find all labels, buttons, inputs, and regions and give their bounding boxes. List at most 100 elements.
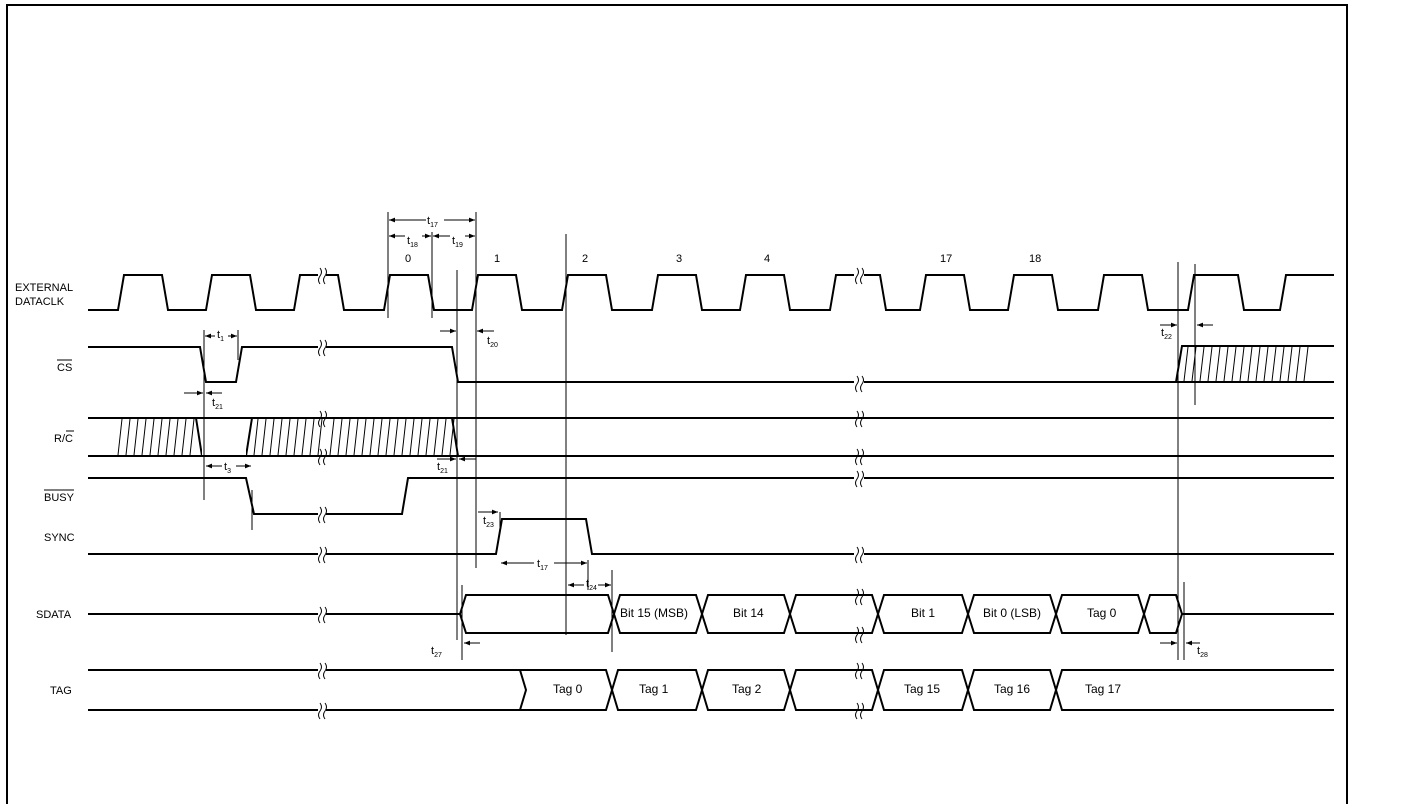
hatch-stroke: [1247, 346, 1253, 382]
busy-waveform: [88, 477, 318, 515]
clock-num-3: 3: [676, 253, 682, 265]
clock-waveform: [88, 274, 318, 311]
hatch-stroke: [1295, 346, 1301, 382]
t3-label: t3: [224, 461, 231, 475]
sync-waveform-b: [326, 518, 854, 555]
t21-rc-label: t21: [437, 461, 448, 475]
hatch-stroke: [165, 418, 171, 456]
hatch-stroke: [301, 418, 307, 456]
tag-box-17: Tag 17: [1085, 682, 1121, 696]
hatch-stroke: [1183, 346, 1189, 382]
hatch-stroke: [141, 418, 147, 456]
tag-box-0: Tag 0: [553, 682, 583, 696]
label-tag: TAG: [50, 685, 72, 697]
t1-label: t1: [217, 329, 224, 343]
hatch-stroke: [269, 418, 275, 456]
clock-waveform-c: [864, 274, 1334, 311]
sdata-bit14: Bit 14: [733, 606, 764, 620]
t22-label: t22: [1161, 327, 1172, 341]
t28-label: t28: [1197, 645, 1208, 659]
hatch-stroke: [377, 418, 383, 456]
hatch-stroke: [253, 418, 259, 456]
cs-break-marks: [318, 339, 864, 393]
rc-gap-fill: [202, 419, 246, 455]
hatch-stroke: [277, 418, 283, 456]
cs-hatch: [1183, 346, 1309, 382]
hatch-stroke: [409, 418, 415, 456]
hatch-stroke: [361, 418, 367, 456]
hatch-stroke: [441, 418, 447, 456]
label-sdata: SDATA: [36, 609, 72, 621]
t24-label: t24: [586, 578, 597, 592]
cs-waveform-c: [864, 345, 1334, 383]
hatch-stroke: [285, 418, 291, 456]
hatch-stroke: [345, 418, 351, 456]
hatch-stroke: [385, 418, 391, 456]
hatch-stroke: [157, 418, 163, 456]
hatch-stroke: [1279, 346, 1285, 382]
hatch-stroke: [1271, 346, 1277, 382]
clock-num-0: 0: [405, 253, 411, 265]
hatch-stroke: [1199, 346, 1205, 382]
hatch-stroke: [117, 418, 123, 456]
diagram-frame: [6, 4, 1348, 804]
sdata-tag0: Tag 0: [1087, 606, 1117, 620]
hatch-stroke: [329, 418, 335, 456]
rc-transition-a: [195, 417, 203, 457]
rc-transition-b: [245, 417, 253, 457]
sdata-boxes: [458, 594, 1184, 634]
t27-label: t27: [431, 645, 442, 659]
hatch-stroke: [353, 418, 359, 456]
hatch-stroke: [317, 418, 323, 456]
clock-num-18: 18: [1029, 253, 1041, 265]
timing-arrows: [184, 217, 1213, 646]
hatch-stroke: [181, 418, 187, 456]
hatch-stroke: [293, 418, 299, 456]
sdata-bit0: Bit 0 (LSB): [983, 606, 1041, 620]
hatch-stroke: [401, 418, 407, 456]
rc-hatch: [117, 418, 455, 456]
tag-break-marks: [318, 662, 864, 720]
hatch-stroke: [309, 418, 315, 456]
tag-boxes: [518, 669, 1058, 711]
hatch-stroke: [1215, 346, 1221, 382]
tag-box-1: Tag 1: [639, 682, 669, 696]
tag-box-15: Tag 15: [904, 682, 940, 696]
hatch-stroke: [261, 418, 267, 456]
tag-box-2: Tag 2: [732, 682, 762, 696]
timing-labels: t17 t18 t19 t20 t1 t21 t3 t21 t23 t17 t2…: [212, 215, 1208, 659]
clock-num-17: 17: [940, 253, 952, 265]
label-dataclk: DATACLK: [15, 296, 65, 308]
hatch-stroke: [1239, 346, 1245, 382]
t20-label: t20: [487, 335, 498, 349]
clock-num-4: 4: [764, 253, 770, 265]
cs-waveform: [88, 346, 318, 383]
hatch-stroke: [189, 418, 195, 456]
clock-waveform-b: [326, 274, 854, 311]
hatch-stroke: [1255, 346, 1261, 382]
busy-waveform-b: [326, 477, 854, 515]
label-rc: R/C: [54, 433, 73, 445]
hatch-stroke: [433, 418, 439, 456]
t21-cs-label: t21: [212, 397, 223, 411]
hatch-stroke: [133, 418, 139, 456]
rc-break-marks: [318, 410, 864, 466]
t17-top-label: t17: [427, 215, 438, 229]
hatch-stroke: [1303, 346, 1309, 382]
hatch-stroke: [1263, 346, 1269, 382]
t23-label: t23: [483, 515, 494, 529]
hatch-stroke: [337, 418, 343, 456]
hatch-stroke: [1223, 346, 1229, 382]
hatch-stroke: [1231, 346, 1237, 382]
t18-label: t18: [407, 235, 418, 249]
sdata-bit1: Bit 1: [911, 606, 935, 620]
hatch-stroke: [425, 418, 431, 456]
label-cs: CS: [57, 362, 72, 374]
clock-break-marks: [318, 267, 864, 285]
hatch-stroke: [393, 418, 399, 456]
sync-break-marks: [318, 546, 864, 564]
sdata-break-marks: [318, 588, 864, 644]
hatch-stroke: [1287, 346, 1293, 382]
t19-label: t19: [452, 235, 463, 249]
